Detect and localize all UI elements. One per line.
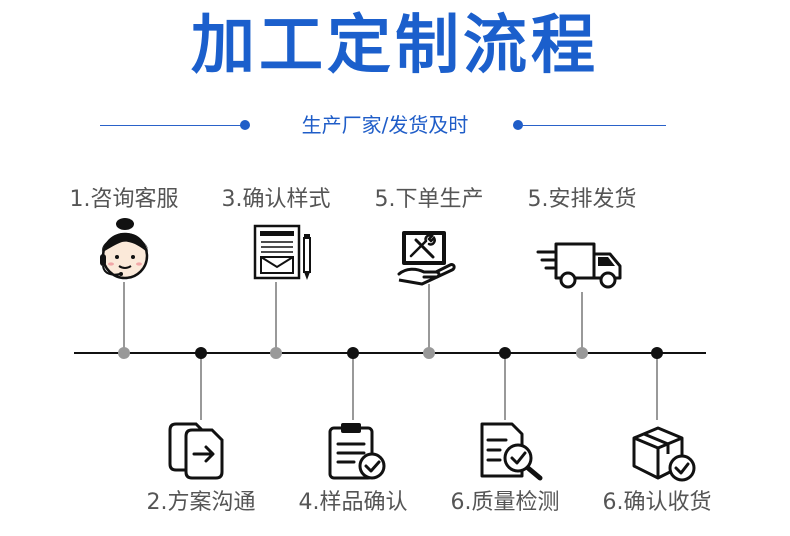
step-label-6a: 6.质量检测 [450, 490, 560, 515]
step-label-2: 2.方案沟通 [146, 490, 256, 515]
production-tools-icon [397, 231, 456, 286]
step-label-4: 4.样品确认 [298, 490, 408, 515]
subtitle-divider-left [100, 125, 244, 126]
step-label-5a: 5.下单生产 [374, 187, 484, 212]
timeline-dot-1 [118, 347, 130, 359]
delivery-truck-icon [536, 242, 622, 289]
timeline-dot-3 [270, 347, 282, 359]
timeline-dot-6a [499, 347, 511, 359]
step-label-6b: 6.确认收货 [602, 490, 712, 515]
package-check-icon [632, 426, 696, 482]
subtitle-dot-left [240, 120, 250, 130]
subtitle-dot-right [513, 120, 523, 130]
timeline-dot-6b [651, 347, 663, 359]
clipboard-check-icon [328, 423, 386, 480]
timeline-dot-4 [347, 347, 359, 359]
step-label-1: 1.咨询客服 [69, 187, 179, 212]
subtitle-row: 生产厂家/发货及时 [0, 108, 790, 142]
step-label-3: 3.确认样式 [221, 187, 331, 212]
document-search-icon [480, 422, 543, 481]
subtitle-divider-right [520, 125, 666, 126]
customer-service-icon [100, 218, 149, 280]
timeline-dot-5a [423, 347, 435, 359]
timeline-dot-5b [576, 347, 588, 359]
page-title: 加工定制流程 [191, 9, 599, 83]
design-sheet-icon [253, 224, 311, 280]
step-label-5b: 5.安排发货 [527, 187, 637, 212]
timeline-dot-2 [195, 347, 207, 359]
document-transfer-icon [168, 422, 224, 480]
subtitle: 生产厂家/发货及时 [301, 113, 469, 137]
